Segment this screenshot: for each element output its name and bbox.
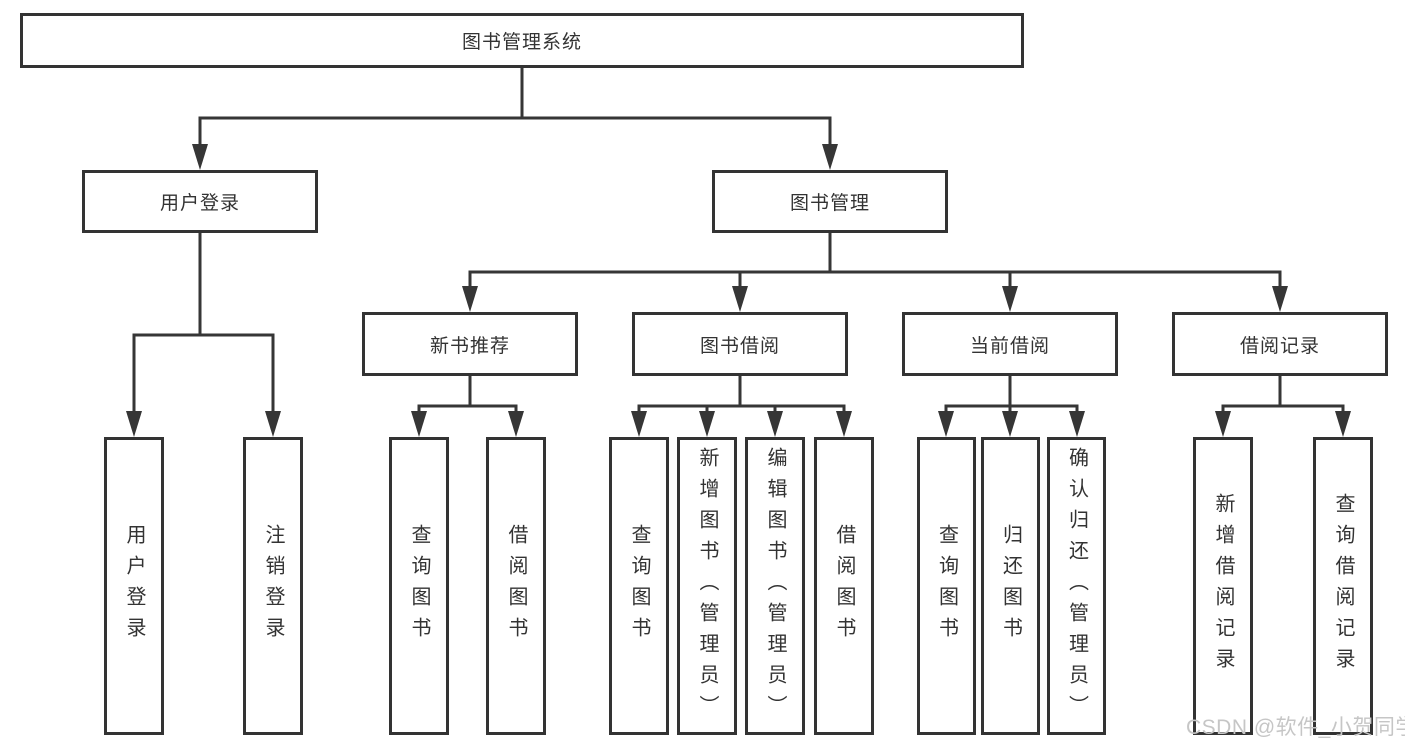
node-query-borrow-record: 查询借阅记录 [1313, 437, 1373, 735]
arrowhead [126, 411, 142, 437]
arrowhead [699, 411, 715, 437]
node-borrow-records: 借阅记录 [1172, 312, 1388, 376]
arrowhead [1215, 411, 1231, 437]
node-library-management-system: 图书管理系统 [20, 13, 1024, 68]
node-add-borrow-record: 新增借阅记录 [1193, 437, 1253, 735]
node-add-book-admin: 新增图书（管理员） [677, 437, 737, 735]
arrowhead [508, 411, 524, 437]
arrowhead [767, 411, 783, 437]
node-book-borrow: 图书借阅 [632, 312, 848, 376]
node-return-book: 归还图书 [981, 437, 1040, 735]
node-query-books-recommend: 查询图书 [389, 437, 449, 735]
arrowhead [631, 411, 647, 437]
arrowhead [265, 411, 281, 437]
node-query-books-current: 查询图书 [917, 437, 976, 735]
arrowhead [1002, 286, 1018, 312]
arrowhead [822, 144, 838, 170]
arrowhead [411, 411, 427, 437]
node-edit-book-admin: 编辑图书（管理员） [745, 437, 805, 735]
arrowhead [1069, 411, 1085, 437]
node-logout-action: 注销登录 [243, 437, 303, 735]
node-new-book-recommend: 新书推荐 [362, 312, 578, 376]
node-borrow-books-action: 借阅图书 [814, 437, 874, 735]
node-confirm-return-admin: 确认归还（管理员） [1047, 437, 1106, 735]
node-user-login: 用户登录 [82, 170, 318, 233]
arrowhead [836, 411, 852, 437]
node-book-management: 图书管理 [712, 170, 948, 233]
csdn-watermark: CSDN @软件_小贺同学 [1186, 716, 1405, 739]
arrowhead [1335, 411, 1351, 437]
arrowhead [462, 286, 478, 312]
arrowhead [938, 411, 954, 437]
node-user-login-action: 用户登录 [104, 437, 164, 735]
node-current-borrow: 当前借阅 [902, 312, 1118, 376]
arrowhead [192, 144, 208, 170]
node-borrow-books-recommend: 借阅图书 [486, 437, 546, 735]
arrowhead [1002, 411, 1018, 437]
arrowhead [1272, 286, 1288, 312]
node-query-books-borrow: 查询图书 [609, 437, 669, 735]
arrowhead [732, 286, 748, 312]
